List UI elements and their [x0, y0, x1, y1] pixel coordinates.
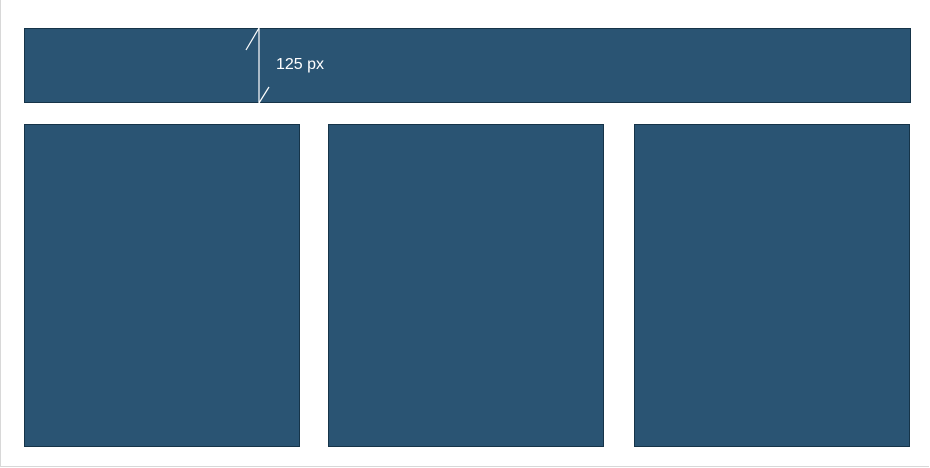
header-block — [24, 28, 911, 103]
bottom-tick — [258, 86, 270, 104]
height-dimension-marker — [245, 27, 270, 104]
top-tick — [245, 27, 260, 51]
content-column-3 — [634, 124, 910, 447]
content-column-2 — [328, 124, 604, 447]
height-label: 125 px — [276, 56, 325, 73]
content-column-1 — [24, 124, 300, 447]
